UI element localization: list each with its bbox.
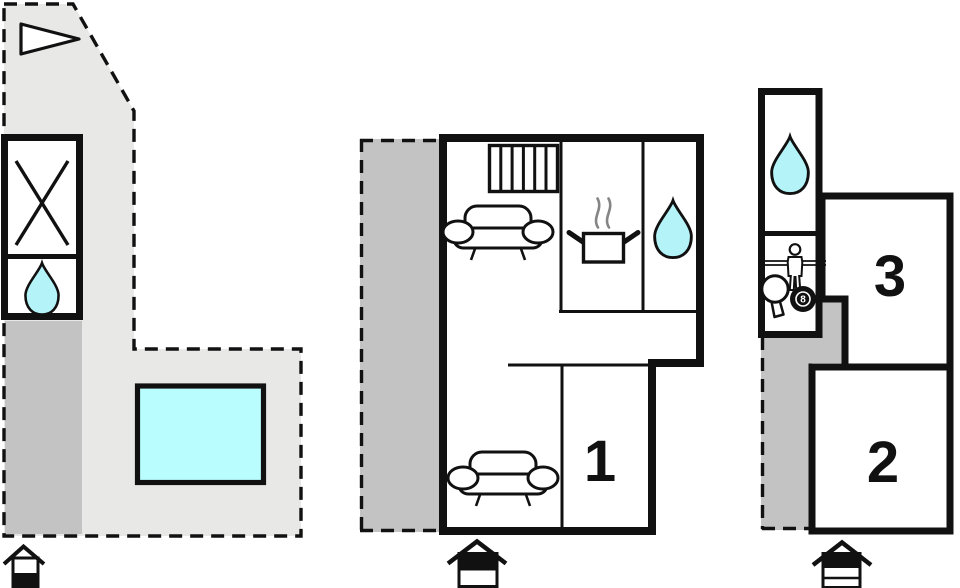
- boat-flag-icon: [19, 22, 81, 56]
- middle-terrace: [360, 139, 443, 532]
- entrance-house-icon: [446, 538, 508, 588]
- billiard-8-ball-icon: 8: [790, 286, 816, 312]
- utility-cross-icon: [14, 160, 70, 246]
- entrance-house-icon: [811, 539, 873, 588]
- foosball-player-icon: [764, 243, 826, 291]
- middle-terrace-dashed: [359, 138, 443, 533]
- entrance-house-icon: [2, 543, 46, 588]
- interior-walls: [508, 141, 697, 528]
- pool-icon: [134, 383, 267, 486]
- left-terrace-strip: [5, 321, 82, 534]
- middle-unit: 1: [359, 134, 704, 588]
- room-2-label: 2: [867, 430, 899, 495]
- right-unit: 8 3 2: [758, 88, 954, 588]
- room-3-label: 3: [874, 244, 906, 309]
- room-2-outline: [808, 363, 954, 535]
- right-terrace: [761, 302, 842, 530]
- right-terrace-dashed: [760, 337, 810, 531]
- outbuilding: [1, 134, 83, 320]
- stairs-icon: [487, 143, 560, 194]
- yard-boundary-dashed: [2, 2, 303, 538]
- left-unit: [1, 2, 303, 588]
- eight-ball-label: 8: [800, 295, 806, 306]
- cooking-pot-icon: [566, 197, 641, 264]
- room-1-label: 1: [584, 429, 616, 494]
- table-tennis-paddle-icon: [760, 274, 790, 319]
